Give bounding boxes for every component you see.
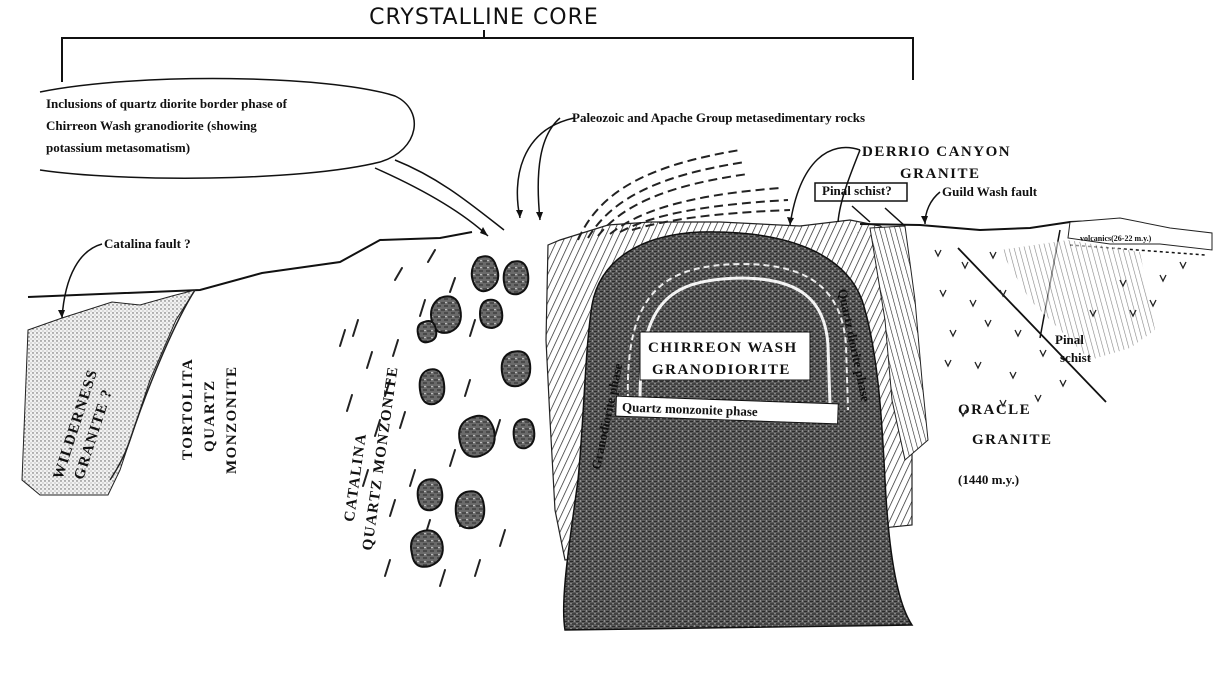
chirreon-label-2: GRANODIORITE [652,362,791,378]
crystalline-core-bracket [62,30,913,82]
tortolita-label-2: QUARTZ [202,379,218,452]
tortolita-label-1: TORTOLITA [180,358,196,460]
catalina-qm-label: CATALINA QUARTZ MONZONITE [338,362,402,552]
inclusions-label-line-2: Chirreon Wash granodiorite (showing [46,118,257,133]
header-title: CRYSTALLINE CORE [369,5,599,30]
tortolita-label: TORTOLITA QUARTZ MONZONITE [180,358,240,474]
guild-wash-fault-label: Guild Wash fault [942,184,1038,199]
oracle-label-3: (1440 m.y.) [958,472,1019,487]
derrio-canyon-label-1: DERRIO CANYON [862,144,1011,160]
ground-surface-line [28,232,472,297]
derrio-canyon-label-2: GRANITE [900,166,981,182]
catalina-fault-label: Catalina fault ? [104,236,191,251]
pinal-label-1: Pinal [1055,332,1084,347]
paleozoic-label: Paleozoic and Apache Group metasedimenta… [572,110,865,125]
inclusions-label-line-1: Inclusions of quartz diorite border phas… [46,96,288,111]
volcanics-label: volcanics(26-22 m.y.) [1080,234,1152,243]
pinal-schist-question-label: Pinal schist? [822,183,892,198]
chirreon-label-1: CHIRREON WASH [648,340,798,356]
oracle-label-2: GRANITE [972,432,1053,448]
oracle-label-1: ORACLE [958,402,1031,418]
pinal-label-2: schist [1060,350,1092,365]
inclusions-label-line-3: potassium metasomatism) [46,140,190,155]
tortolita-label-3: MONZONITE [224,365,240,474]
